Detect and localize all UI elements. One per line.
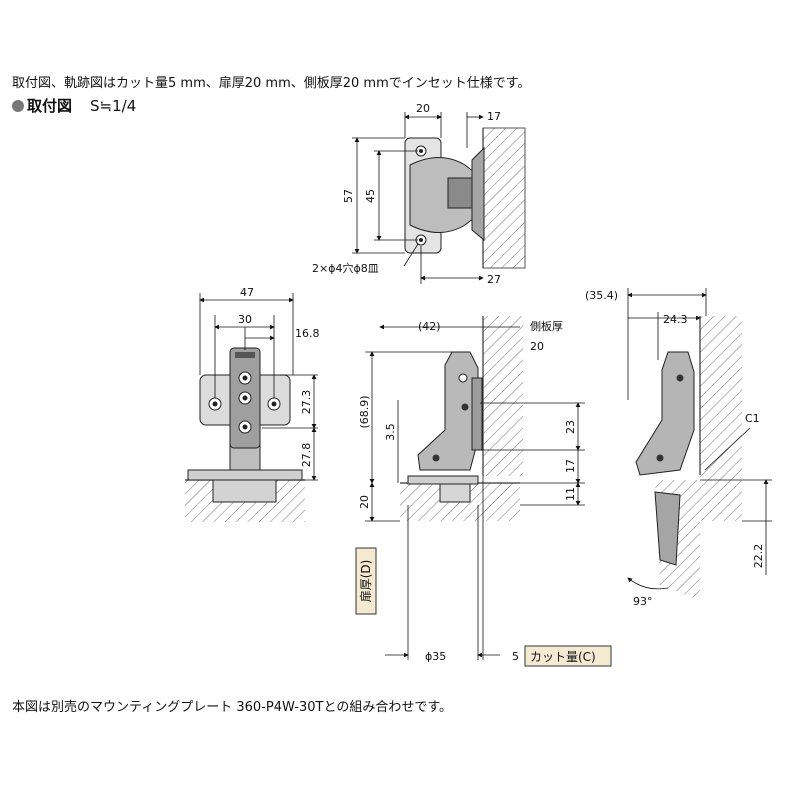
front-dim-pitch: 30 xyxy=(238,313,252,326)
front-dim-overall: 47 xyxy=(240,286,254,299)
traj-chamfer: C1 xyxy=(745,412,760,425)
side-cup xyxy=(439,483,471,503)
cup-flange xyxy=(187,469,303,481)
traj-dim-gap: 22.2 xyxy=(752,544,765,569)
side-panel xyxy=(483,316,523,476)
side-panel-value: 20 xyxy=(530,340,544,353)
side-panel-label: 側板厚 xyxy=(530,319,563,333)
side-dim-23: 23 xyxy=(564,420,577,434)
side-dim-11: 11 xyxy=(564,487,577,501)
side-view: (42) 側板厚 20 (68.9) 3.5 23 17 11 20 扉厚(D) xyxy=(355,316,612,667)
cut-label-box xyxy=(524,645,612,667)
front-view: 47 30 16.8 27.3 27.8 xyxy=(185,286,320,522)
front-dim-lower: 27.8 xyxy=(300,443,313,468)
top-dim-bottom: 27 xyxy=(487,273,501,286)
intro-text: 取付図、軌跡図はカット量5 mm、扉厚20 mm、側板厚20 mmでインセット仕… xyxy=(12,76,531,91)
top-dim-height: 57 xyxy=(342,189,355,203)
cut-label: カット量(C) xyxy=(530,650,596,664)
top-dim-width: 20 xyxy=(416,102,430,115)
section-title-label: 取付図 xyxy=(27,97,73,115)
side-dim-height: (68.9) xyxy=(358,395,371,428)
section-title: 取付図 S≒1/4 xyxy=(12,95,136,116)
side-dim-17: 17 xyxy=(564,459,577,473)
door-thickness-box xyxy=(355,547,377,615)
holes-note: 2×ϕ4穴ϕ8皿 xyxy=(312,261,379,275)
traj-hinge-arm xyxy=(635,351,695,476)
traj-dim-inner: 24.3 xyxy=(663,313,688,326)
hinge-body xyxy=(447,177,473,209)
side-dim-depth: (42) xyxy=(418,320,441,333)
side-dim-offset: 3.5 xyxy=(384,423,397,441)
top-dim-hole-pitch: 45 xyxy=(364,189,377,203)
traj-dim-outer: (35.4) xyxy=(585,289,618,302)
cup-diameter: ϕ35 xyxy=(425,650,446,663)
traj-opened-door-cup xyxy=(654,491,681,566)
traj-side-panel xyxy=(700,316,742,521)
side-dim-door: 20 xyxy=(358,495,371,509)
top-view: 20 17 57 45 27 2×ϕ4穴ϕ8皿 xyxy=(312,102,526,286)
front-dim-upper: 27.3 xyxy=(300,390,313,415)
front-dim-offset: 16.8 xyxy=(295,327,320,340)
door-thickness-label: 扉厚(D) xyxy=(359,560,373,603)
hinge-cup xyxy=(212,479,277,503)
footer-note: 本図は別売のマウンティングプレート 360-P4W-30Tとの組み合わせです。 xyxy=(12,700,453,715)
top-dim-right: 17 xyxy=(487,110,501,123)
trajectory-view: (35.4) 24.3 C1 22.2 93° xyxy=(585,288,772,608)
side-panel-hatch xyxy=(482,127,526,269)
scale-ratio: S≒1/4 xyxy=(90,97,137,115)
bullet-icon xyxy=(12,100,24,112)
cut-value: 5 xyxy=(512,650,519,663)
side-hinge-arm xyxy=(417,351,479,471)
traj-angle: 93° xyxy=(633,595,653,608)
